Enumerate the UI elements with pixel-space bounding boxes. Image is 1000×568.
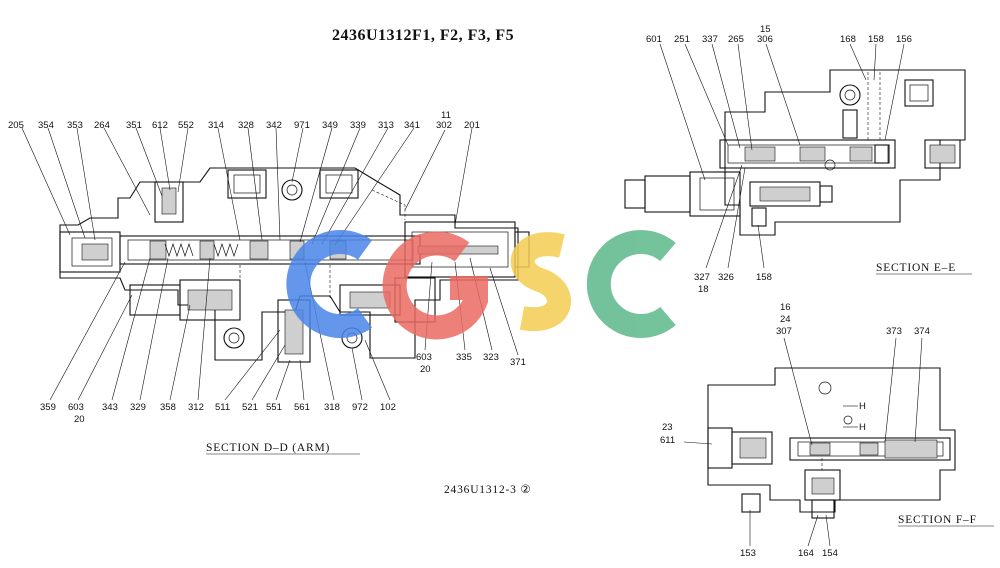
part-label: 358 [160,402,176,413]
part-label: 20 [420,364,431,375]
part-label: 314 [208,120,224,131]
part-label: 302 [436,120,452,131]
section-ee-leaders [659,43,905,269]
part-label: 511 [215,402,230,413]
part-label: 164 [798,548,814,559]
part-label: 18 [698,284,709,295]
section-ff-leaders [683,337,923,547]
section-ff-drawing [707,367,956,519]
part-label: 15 [760,24,771,35]
drawing-title: 2436U1312F1, F2, F3, F5 [332,27,514,44]
part-label: 351 [126,120,142,131]
part-label: 521 [242,402,258,413]
part-label: 329 [130,402,146,413]
part-label: 318 [324,402,340,413]
section-ee-labels: 601 251 337 265 15 306 168 158 156 327 1… [646,24,912,295]
part-label: 371 [510,357,526,368]
part-label: 326 [718,272,734,283]
section-dd-drawing [59,167,530,363]
drawing-number: 2436U1312-3 ② [444,484,531,496]
section-h-marker: H [859,401,866,412]
part-label: 312 [188,402,204,413]
section-h-marker: H [859,422,866,433]
part-label: 158 [868,34,884,45]
part-label: 612 [152,120,168,131]
part-label: 354 [38,120,54,131]
part-label: 251 [674,34,690,45]
part-label: 551 [266,402,282,413]
part-label: 205 [8,120,24,131]
part-label: 158 [756,272,772,283]
part-label: 313 [378,120,394,131]
part-label: 353 [67,120,83,131]
part-label: 603 [416,352,432,363]
part-label: 601 [646,34,662,45]
part-label: 153 [740,548,756,559]
part-label: 154 [822,548,838,559]
part-label: 306 [757,34,773,45]
part-label: 611 [660,435,675,446]
part-label: 24 [780,314,791,325]
part-label: 264 [94,120,110,131]
part-label: 16 [780,302,791,313]
part-label: 20 [74,414,85,425]
part-label: 603 [68,402,84,413]
part-label: 359 [40,402,56,413]
part-label: 341 [404,120,420,131]
part-label: 323 [483,352,499,363]
part-label: 265 [728,34,744,45]
part-label: 971 [294,120,310,131]
part-label: 337 [702,34,718,45]
part-label: 168 [840,34,856,45]
section-dd-leaders-top [21,127,473,246]
part-label: 23 [662,422,673,433]
section-dd-labels-top: 205 354 353 264 351 612 552 314 328 342 … [8,110,480,131]
part-label: 972 [352,402,368,413]
part-label: 561 [294,402,310,413]
part-label: 335 [456,352,472,363]
part-label: 327 [694,272,710,283]
part-label: 349 [322,120,338,131]
watermark-logo [286,230,676,340]
part-label: 307 [776,326,792,337]
part-label: 374 [914,326,930,337]
part-label: 328 [238,120,254,131]
part-label: 343 [102,402,118,413]
section-ee-caption: SECTION E–E [876,262,956,274]
part-label: 342 [266,120,282,131]
part-label: 11 [441,110,451,121]
part-label: 156 [896,34,912,45]
section-dd-caption: SECTION D–D (ARM) [206,442,330,454]
section-ee-drawing [624,69,966,236]
part-label: 552 [178,120,194,131]
section-ff-labels: 16 24 307 373 374 23 611 H H 153 164 154 [660,302,930,559]
part-label: 339 [350,120,366,131]
section-dd-labels-bottom: 359 603 20 343 329 358 312 511 521 551 5… [40,352,526,425]
section-ff-caption: SECTION F–F [898,514,977,526]
part-label: 373 [886,326,902,337]
part-label: 102 [380,402,396,413]
part-label: 201 [464,120,480,131]
